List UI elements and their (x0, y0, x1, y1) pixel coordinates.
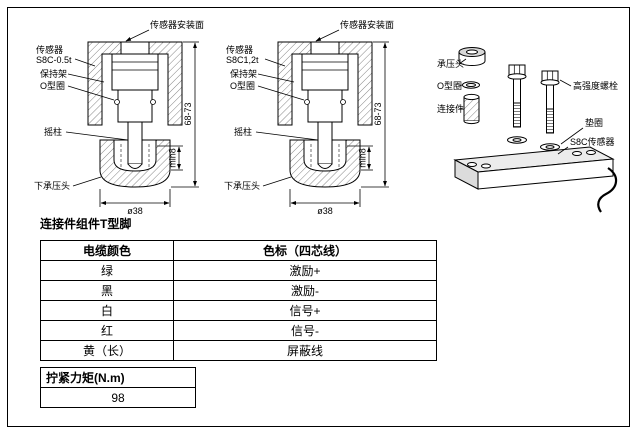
sensor-cable (597, 167, 618, 213)
dim-height: 68-73 (171, 41, 199, 188)
oring-label: O型圈 (230, 81, 255, 91)
oring-section (150, 99, 156, 105)
cable-color-cell: 白 (40, 300, 174, 321)
sensor-model: S8C-0.5t (36, 55, 72, 65)
rocker-pillar (127, 121, 143, 165)
cable-color-cell: 红 (40, 320, 174, 341)
cable-color-cell: 黄（长） (40, 340, 174, 361)
table-row: 白 信号+ (40, 300, 437, 321)
cable-color-header: 电缆颜色 (40, 240, 174, 261)
svg-text:68-73: 68-73 (373, 102, 383, 125)
sensor-section-left: 传感器安装面 68-73 min8 ø38 (34, 19, 204, 216)
pillar-label: 摇柱 (44, 126, 62, 137)
pressure-head-cup (289, 139, 361, 188)
cable-color-cell: 绿 (40, 260, 174, 281)
cable-table-header-row: 电缆颜色 色标（四芯线） (40, 240, 437, 261)
washer-2 (540, 143, 560, 151)
sensor-section-right: 传感器安装面 68-73 min8 ø38 (224, 19, 394, 216)
table-row: 红 信号- (40, 320, 437, 341)
sensor-model: S8C1,2t (226, 55, 259, 65)
head-label: 下承压头 (224, 181, 260, 191)
assembly-caption: 连接件组件T型脚 (40, 217, 132, 231)
cable-color-cell: 黑 (40, 280, 174, 301)
color-code-cell: 信号+ (173, 300, 437, 321)
cage-label: 保持架 (230, 68, 257, 79)
oring-section (340, 99, 346, 105)
color-code-cell: 激励+ (173, 260, 437, 281)
oring-section (114, 99, 120, 105)
color-code-cell: 屏蔽线 (173, 340, 437, 361)
oring-label: O型圈 (437, 81, 462, 91)
rocker-pillar (317, 121, 333, 165)
bolt-2 (540, 70, 560, 134)
table-row: 绿 激励+ (40, 260, 437, 281)
svg-text:ø38: ø38 (317, 206, 333, 216)
connector-label: 连接件 (437, 103, 464, 114)
pressure-head-part (458, 47, 486, 66)
exploded-assembly: 承压头 O型圈 连接件 高强度螺栓 垫圈 (437, 47, 618, 213)
sensor-body (111, 53, 159, 91)
washer-1 (507, 136, 527, 144)
table-row: 拧紧力矩(N.m) (40, 367, 196, 388)
pressure-head-cup (99, 139, 171, 188)
housing-block (87, 41, 183, 126)
part-labels: 传感器 S8C-0.5t 保持架 O型圈 摇柱 下承压头 (34, 44, 129, 191)
svg-text:min8: min8 (168, 148, 178, 168)
table-row: 黄（长） 屏蔽线 (40, 340, 437, 361)
sensor-label: 传感器 (36, 44, 63, 55)
sensor-body (301, 53, 349, 91)
head-label: 下承压头 (34, 181, 70, 191)
torque-value: 98 (40, 387, 196, 408)
svg-text:min8: min8 (358, 148, 368, 168)
color-code-header: 色标（四芯线） (173, 240, 437, 261)
housing-block (277, 41, 373, 126)
oring-label: O型圈 (40, 81, 65, 91)
torque-table: 拧紧力矩(N.m) 98 (40, 367, 196, 408)
washer-label: 垫圈 (585, 117, 603, 128)
pillar-label: 摇柱 (234, 126, 252, 137)
torque-label: 拧紧力矩(N.m) (40, 367, 196, 388)
cable-table: 电缆颜色 色标（四芯线） 绿 激励+ 黑 激励- 白 信号+ 红 信号- 黄（长… (40, 240, 437, 361)
dim-height: 68-73 (361, 41, 389, 188)
sensor-top-button (120, 41, 150, 55)
table-row: 98 (40, 387, 196, 408)
bolt-1 (507, 64, 527, 128)
dim-min: min8 (157, 145, 183, 171)
sensor-lower-body (117, 89, 153, 123)
color-code-cell: 激励- (173, 280, 437, 301)
dim-diameter: ø38 (99, 189, 171, 216)
sensor-label: 传感器 (226, 44, 253, 55)
technical-drawing: 传感器安装面 68-73 min8 ø38 (34, 19, 618, 216)
svg-text:ø38: ø38 (127, 206, 143, 216)
sensor-lower-body (307, 89, 343, 123)
color-code-cell: 信号- (173, 320, 437, 341)
mount-surface-label: 传感器安装面 (340, 19, 394, 30)
mount-surface-label: 传感器安装面 (150, 19, 204, 30)
table-row: 黑 激励- (40, 280, 437, 301)
cage-label: 保持架 (40, 68, 67, 79)
dim-diameter: ø38 (289, 189, 361, 216)
oring-section (304, 99, 310, 105)
bolt-label: 高强度螺栓 (573, 80, 618, 91)
load-cell (453, 146, 618, 213)
exploded-sensor-label: S8C传感器 (570, 136, 615, 147)
dim-min: min8 (347, 145, 373, 171)
oring-part (462, 81, 480, 89)
pressure-head-label: 承压头 (437, 59, 464, 69)
svg-text:68-73: 68-73 (183, 102, 193, 125)
part-labels: 传感器 S8C1,2t 保持架 O型圈 摇柱 下承压头 (224, 44, 319, 191)
connector-part (463, 93, 480, 125)
sensor-top-button (310, 41, 340, 55)
